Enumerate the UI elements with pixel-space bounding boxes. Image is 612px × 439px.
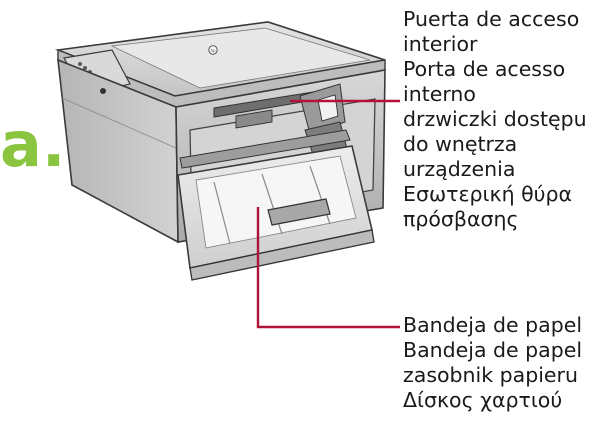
step-letter: a. — [0, 108, 66, 181]
hp-logo-icon — [208, 45, 218, 55]
access-door-label-es-2: interior — [403, 32, 478, 56]
paper-tray-label-el: Δίσκος χαρτιού — [403, 388, 563, 412]
leader-line-paper-tray — [256, 207, 400, 329]
paper-tray-labels: Bandeja de papel Bandeja de papel zasobn… — [403, 313, 612, 413]
access-door-window — [235, 109, 273, 129]
output-tray-bar — [179, 129, 351, 169]
power-button-icon — [100, 88, 106, 94]
access-door-label-pl-2: do wnętrza — [403, 132, 518, 156]
access-door-label-pt-2: interno — [403, 82, 476, 106]
scanner-lid-inner — [110, 27, 371, 89]
access-door-label-pl-1: drzwiczki dostępu — [403, 107, 587, 131]
tray-rib — [213, 181, 231, 245]
access-door-label-el-1: Εσωτερική θύρα — [403, 182, 573, 206]
carriage-latch — [317, 94, 339, 122]
panel-button-icon — [83, 66, 87, 70]
paper-tray-label-pl: zasobnik papieru — [403, 363, 578, 387]
paper-tray-handle — [267, 198, 331, 226]
left-side-seam — [61, 97, 177, 149]
paper-tray-front-lip — [189, 229, 375, 281]
paper-tray-label-es: Bandeja de papel — [403, 313, 583, 337]
access-door-label-pl-3: urządzenia — [403, 157, 516, 181]
panel-button-icon — [78, 62, 82, 66]
paper-tray-inner — [195, 155, 357, 249]
access-door-label-es-1: Puerta de acceso — [403, 7, 580, 31]
access-door-labels: Puerta de acceso interior Porta de acess… — [403, 7, 612, 232]
access-door-label-el-2: πρόσβασης — [403, 207, 519, 231]
hp-logo-text: hp — [210, 48, 216, 53]
paper-tray-label-pt: Bandeja de papel — [403, 338, 583, 362]
access-door-label-pt-1: Porta de acesso — [403, 57, 566, 81]
